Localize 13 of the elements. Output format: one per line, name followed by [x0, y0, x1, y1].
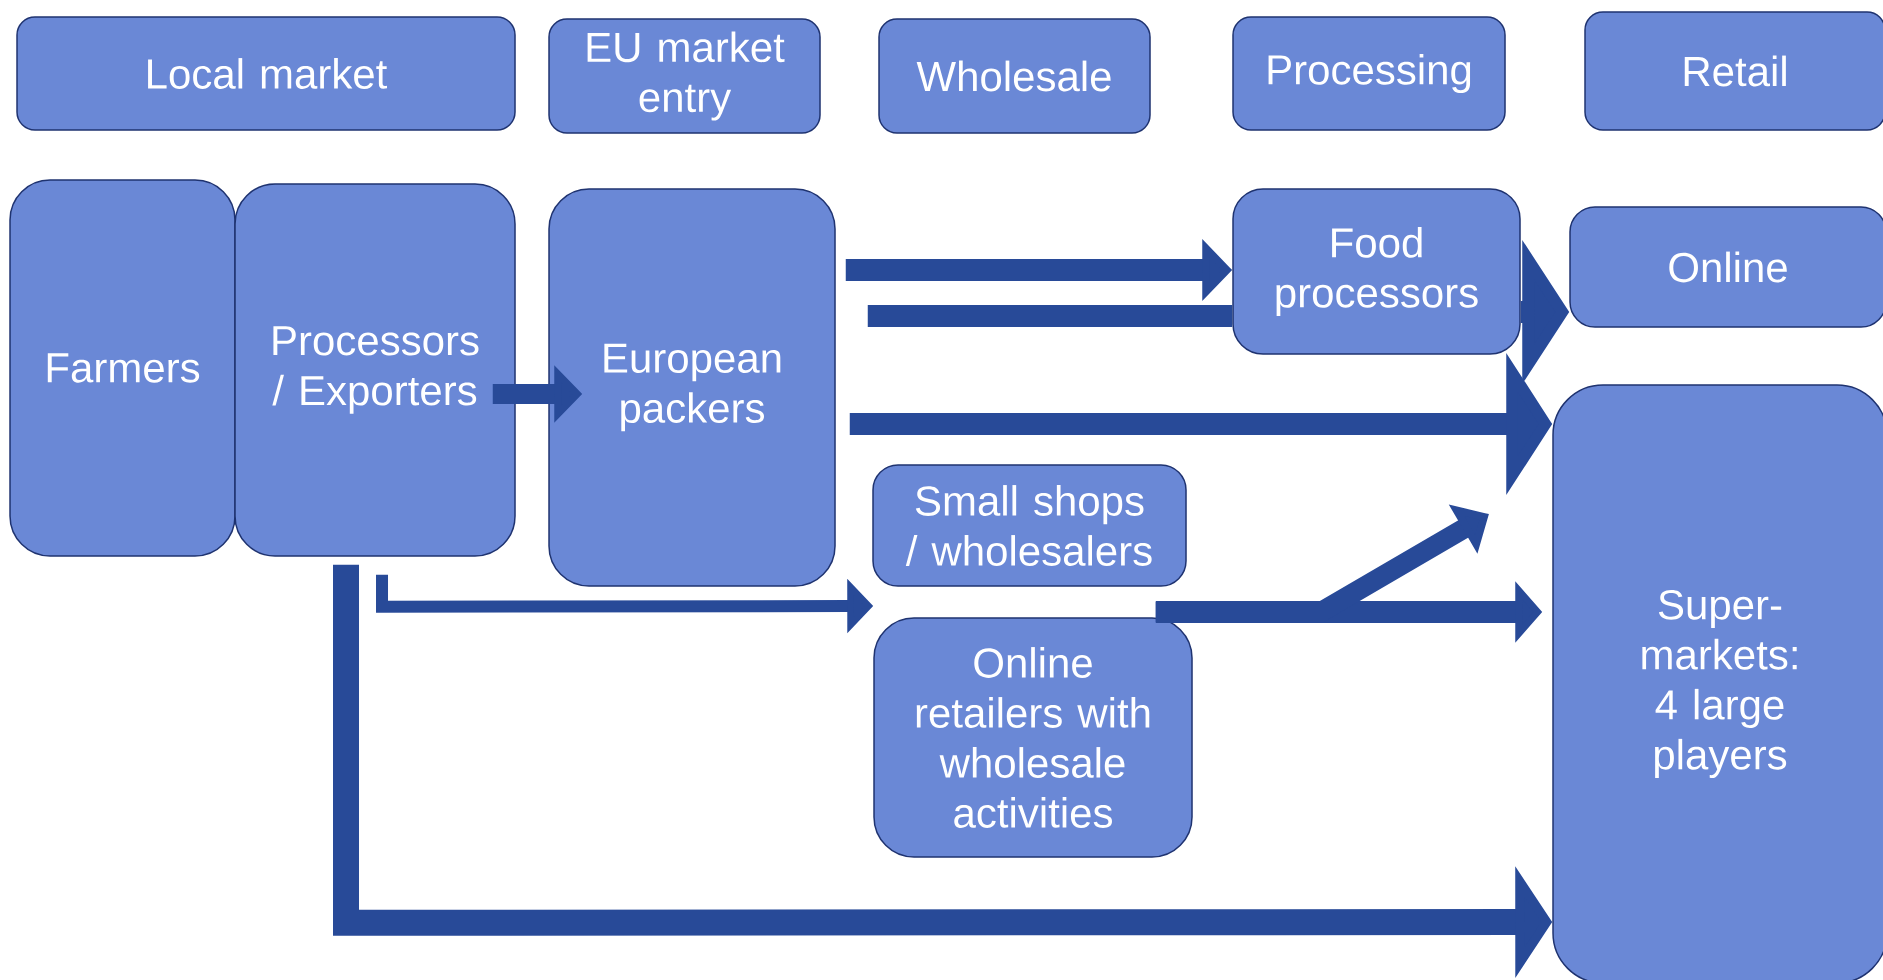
- actor-box: Food processors: [1232, 188, 1521, 355]
- stage-header-box: Processing: [1232, 16, 1506, 131]
- actor-box: European packers: [548, 188, 836, 587]
- actor-box: Farmers: [9, 179, 236, 557]
- actor-box: Online: [1569, 206, 1883, 328]
- stage-header-box: Wholesale: [878, 18, 1151, 134]
- actor-box: Small shops / wholesalers: [872, 464, 1187, 587]
- actor-box: Processors / Exporters: [234, 183, 516, 557]
- stage-header-box: EU market entry: [548, 18, 821, 134]
- stage-header-box: Local market: [16, 16, 516, 131]
- stage-header-box: Retail: [1584, 11, 1883, 131]
- actor-box: Online retailers with wholesale activities: [873, 617, 1193, 858]
- actor-box: Super- markets: 4 large players: [1552, 384, 1883, 980]
